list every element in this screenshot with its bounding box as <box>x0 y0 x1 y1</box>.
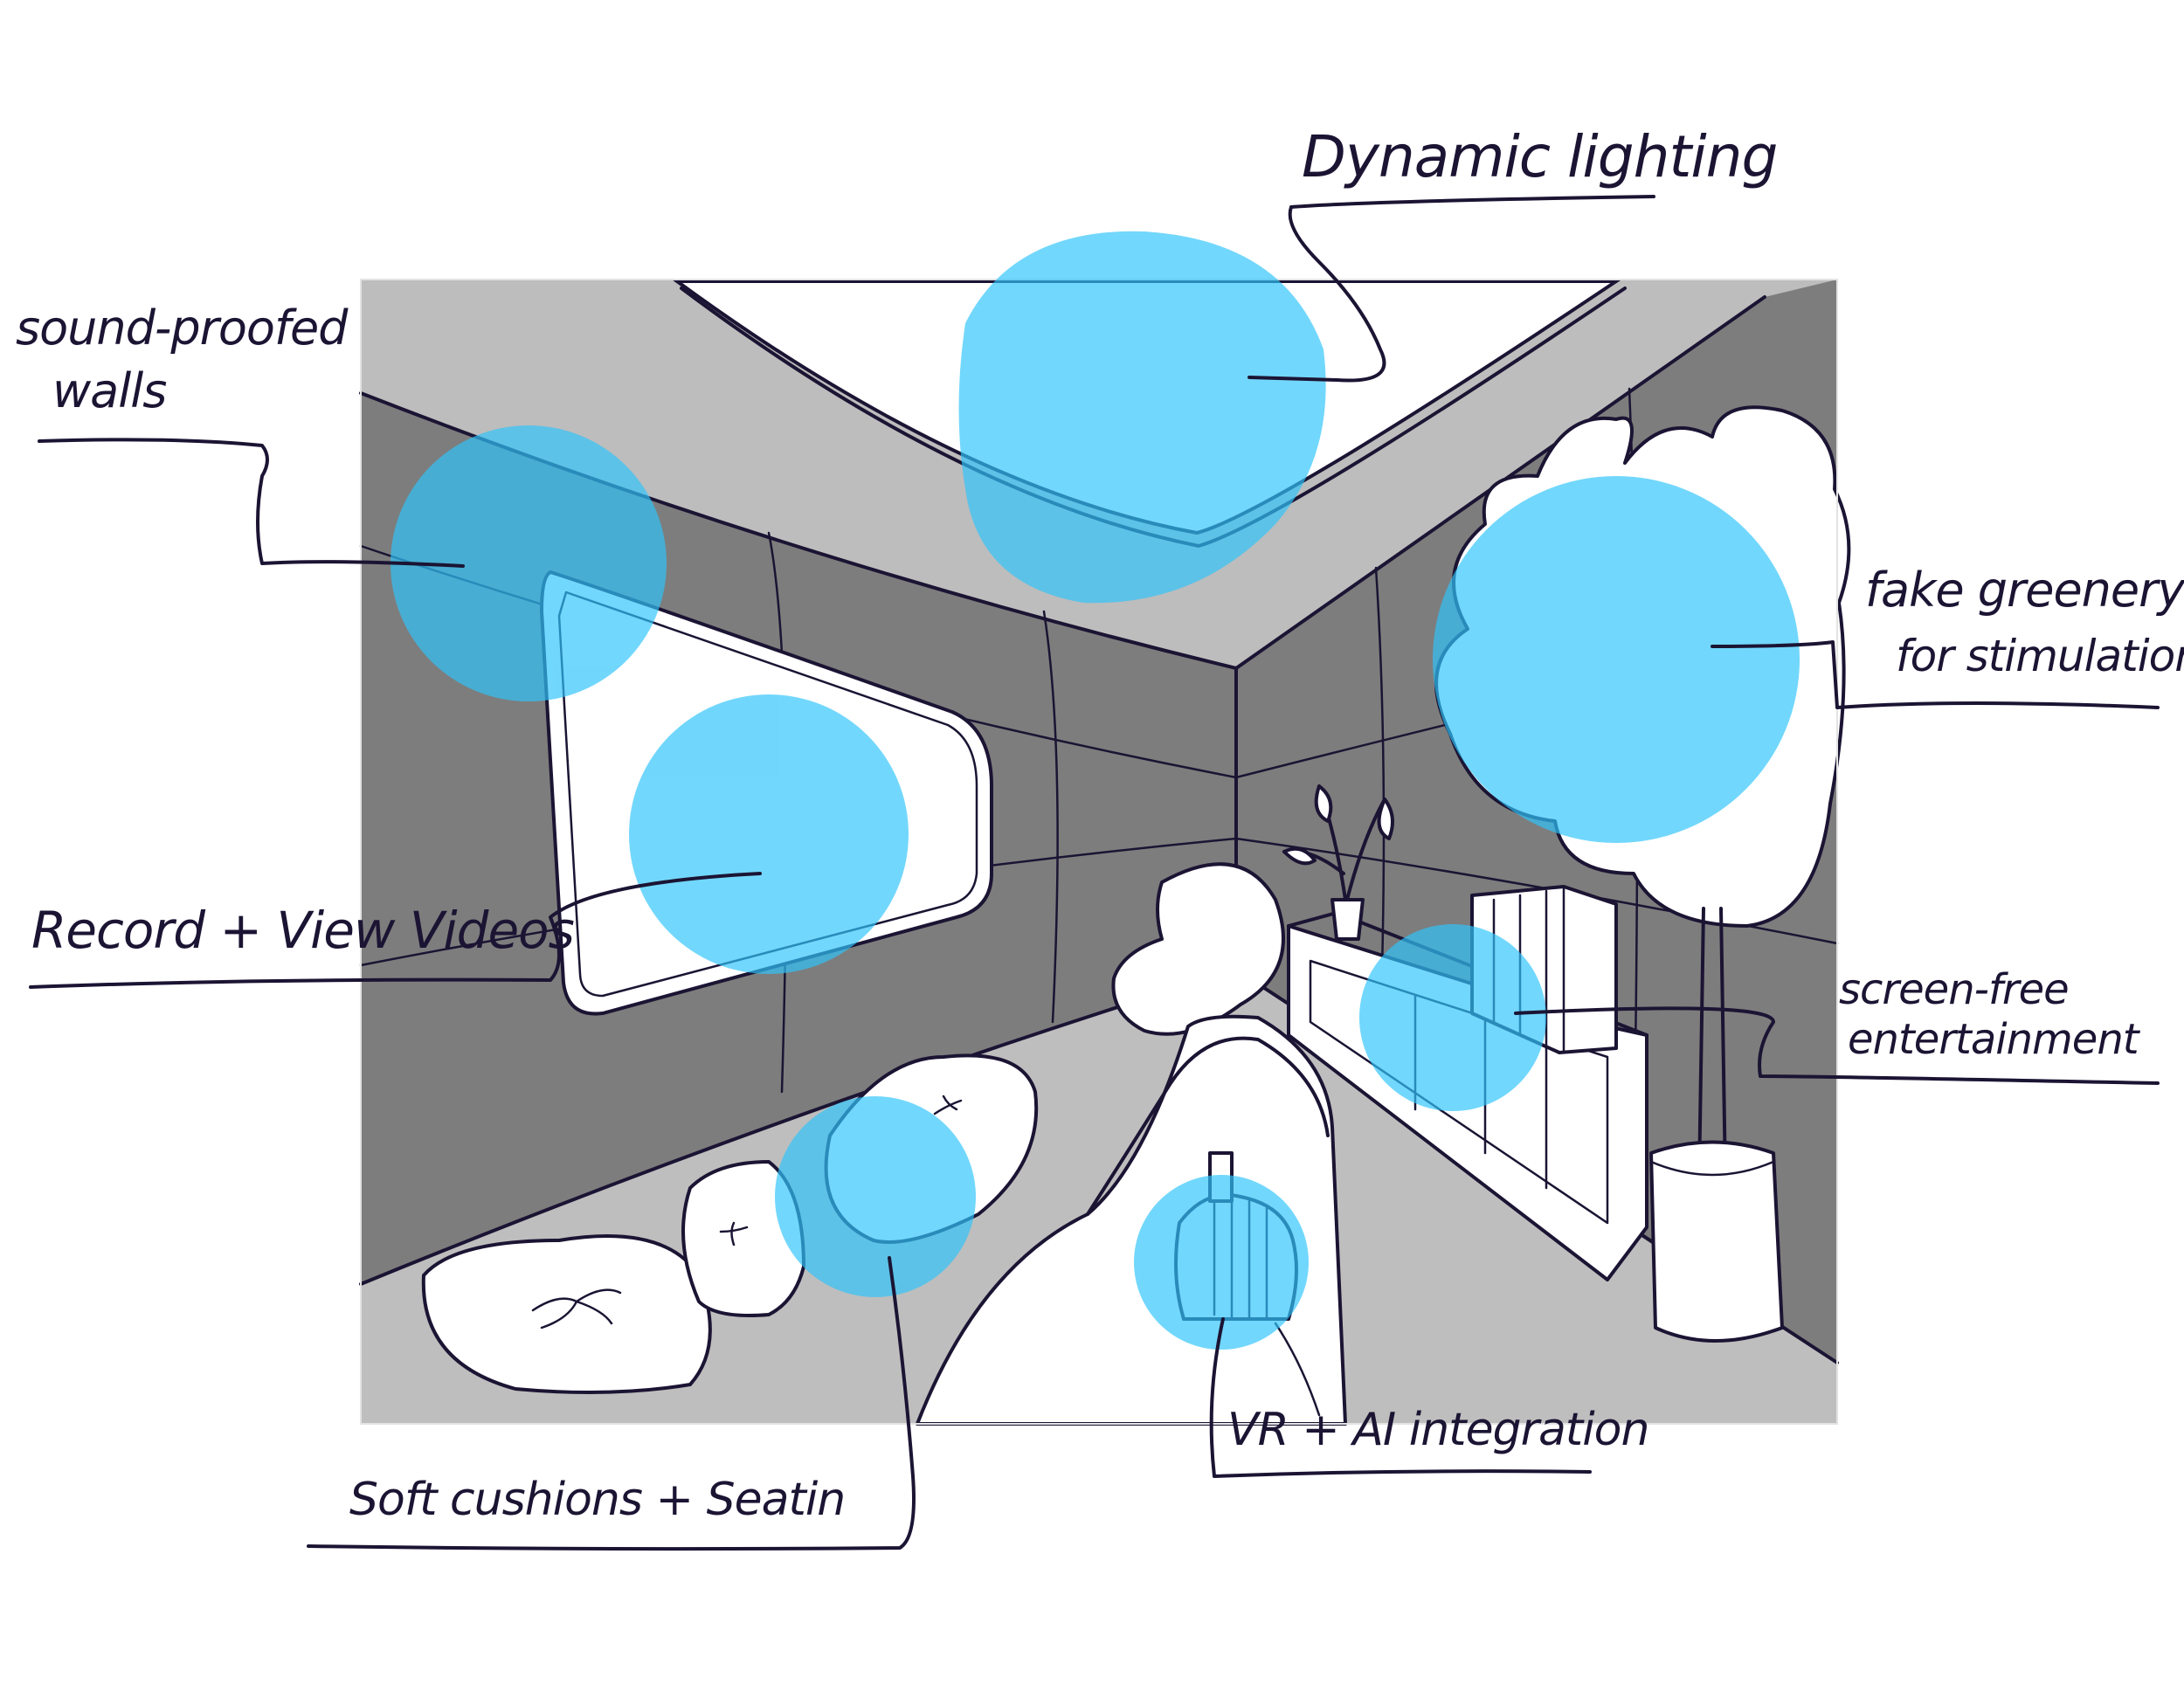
leader-fake-greenery <box>1711 640 2160 709</box>
label-screen-free-line1: screen-free <box>1839 965 2070 1014</box>
label-screen-free-line2: entertainment <box>1848 1015 2139 1064</box>
label-sound-proofed-line1: sound-proofed <box>16 300 348 356</box>
leader-sound-proofed <box>38 438 465 568</box>
beanbag <box>1111 862 1285 1036</box>
highlight-screen-free <box>1359 924 1546 1111</box>
vr-cable <box>1274 1322 1321 1417</box>
small-plant-leaves <box>1282 784 1394 866</box>
video-screen-inner <box>557 590 978 998</box>
floor-left-edge <box>359 968 1238 1286</box>
highlight-soft-cushions <box>775 1096 976 1297</box>
cushion-tufting <box>933 1095 963 1115</box>
tree-pot-rim <box>1649 1160 1775 1177</box>
wall-seam <box>1042 610 1059 1024</box>
cushion-tufting <box>719 1221 749 1247</box>
leader-dynamic-lighting <box>1248 195 1655 383</box>
leader-vr-ai <box>1209 1317 1592 1478</box>
leader-soft-cushions <box>307 1256 916 1551</box>
leader-record-view <box>29 872 762 989</box>
tree-trunk <box>1697 907 1727 1181</box>
highlight-sound-proofed <box>390 425 667 701</box>
tree-pot <box>1649 1140 1784 1343</box>
label-dynamic-lighting: Dynamic lighting <box>1302 123 1778 190</box>
highlight-record-view <box>629 694 909 974</box>
highlight-dynamic-lighting <box>958 231 1326 604</box>
leader-screen-free <box>1514 1006 2160 1085</box>
small-pot <box>1330 898 1365 941</box>
highlight-circles <box>390 231 1800 1350</box>
label-fake-greenery-line2: for stimulation <box>1896 631 2184 681</box>
couch-arm <box>1086 1036 1330 1216</box>
label-sound-proofed-line2: walls <box>52 363 167 418</box>
floor-cushion <box>681 1160 805 1317</box>
highlight-fake-greenery <box>1433 476 1800 843</box>
label-record-view: Record + View Videos <box>31 901 575 960</box>
label-vr-ai: VR + AI integration <box>1227 1404 1649 1456</box>
label-fake-greenery-line1: fake greenery <box>1865 563 2184 618</box>
highlight-vr-ai <box>1134 1175 1309 1350</box>
cushion-tufting <box>531 1288 622 1329</box>
label-soft-cushions: Soft cushions + Seatin <box>349 1474 846 1526</box>
